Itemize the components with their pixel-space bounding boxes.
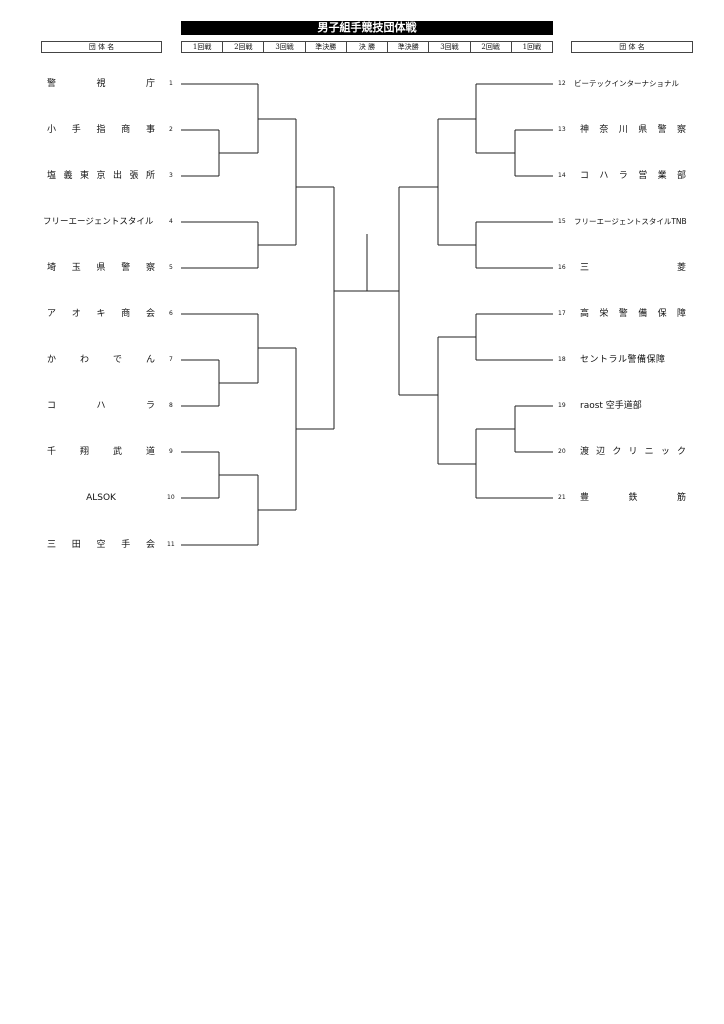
left-team-name: アオキ商会 xyxy=(47,309,155,319)
left-team-seed: 2 xyxy=(169,126,173,133)
right-team-name: raost 空手道部 xyxy=(580,401,642,411)
right-team-seed: 14 xyxy=(558,172,566,179)
left-team-name: 三田空手会 xyxy=(47,540,155,550)
right-team-seed: 12 xyxy=(558,80,566,87)
round-header-cell: 決 勝 xyxy=(347,42,389,52)
right-team-seed: 20 xyxy=(558,448,566,455)
round-header-cell: 準決勝 xyxy=(388,42,430,52)
left-team-seed: 10 xyxy=(167,494,175,501)
left-team-name: 千翔武道 xyxy=(47,447,155,457)
right-team-name: 神奈川県警察 xyxy=(580,125,686,135)
right-team-name: 高栄警備保障 xyxy=(580,309,686,319)
round-header-cell: 2回戦 xyxy=(223,42,265,52)
left-team-seed: 1 xyxy=(169,80,173,87)
left-team-name: ALSOK xyxy=(86,493,116,503)
left-team-name: 塩義東京出張所 xyxy=(47,171,155,181)
left-team-seed: 6 xyxy=(169,310,173,317)
round-header-cell: 1回戦 xyxy=(522,43,542,51)
round-header-cell: 準決勝 xyxy=(306,42,347,52)
left-team-seed: 9 xyxy=(169,448,173,455)
right-team-name: ビーテックインターナショナル xyxy=(574,79,679,88)
round-header-cell: 3回戦 xyxy=(264,42,306,52)
bracket-title: 男子組手競技団体戦 xyxy=(181,21,553,35)
left-team-name: 埼玉県警察 xyxy=(47,263,155,273)
left-team-seed: 8 xyxy=(169,402,173,409)
round-header-cell: 2回戦 xyxy=(471,42,512,52)
round-header-cell: 3回戦 xyxy=(429,42,471,52)
right-team-seed: 15 xyxy=(558,218,566,225)
right-team-seed: 21 xyxy=(558,494,566,501)
right-team-seed: 16 xyxy=(558,264,566,271)
round-header-cell: 1回戦 xyxy=(182,42,224,52)
left-team-name: コ ハ ラ xyxy=(47,401,155,411)
left-team-seed: 7 xyxy=(169,356,173,363)
left-team-seed: 5 xyxy=(169,264,173,271)
left-team-seed: 4 xyxy=(169,218,173,225)
left-team-name: 警 視 庁 xyxy=(47,79,155,89)
right-team-name: 三 菱 xyxy=(580,263,686,273)
round-header-row: 1回戦 2回戦 3回戦 準決勝 決 勝 準決勝 3回戦 2回戦 1回戦 xyxy=(181,41,553,53)
right-team-seed: 13 xyxy=(558,126,566,133)
left-team-name-header: 団 体 名 xyxy=(41,41,162,53)
left-team-seed: 3 xyxy=(169,172,173,179)
right-team-seed: 18 xyxy=(558,356,566,363)
right-team-name: 豊 鉄 筋 xyxy=(580,493,686,503)
right-team-name: フリーエージェントスタイルTNB xyxy=(574,217,687,226)
left-team-name: 小手指商事 xyxy=(47,125,155,135)
right-team-name-header: 団 体 名 xyxy=(571,41,693,53)
right-team-seed: 19 xyxy=(558,402,566,409)
left-team-seed: 11 xyxy=(167,541,175,548)
right-team-name: セントラル警備保障 xyxy=(580,355,666,365)
right-team-name: コハラ営業部 xyxy=(580,171,686,181)
right-team-seed: 17 xyxy=(558,310,566,317)
left-team-name: フリーエージェントスタイル xyxy=(43,217,154,227)
left-team-name: かわでん xyxy=(47,355,155,365)
right-team-name: 渡辺クリニック xyxy=(580,447,686,457)
